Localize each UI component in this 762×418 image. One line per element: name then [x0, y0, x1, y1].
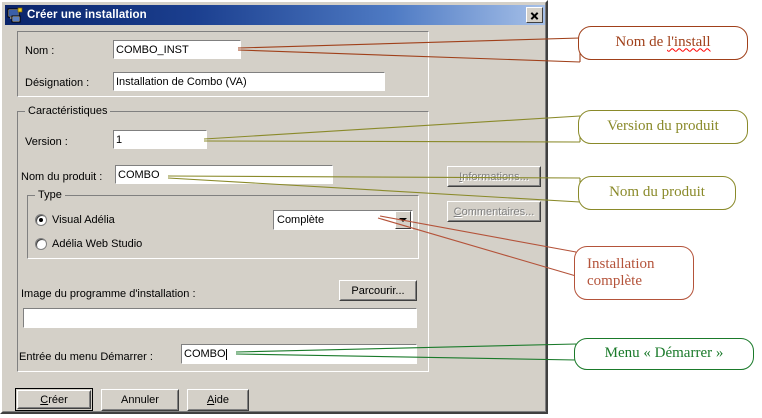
radio-adelia-web-studio[interactable]: Adélia Web Studio: [35, 238, 142, 250]
callout-version-produit: Version du produit: [578, 110, 748, 144]
product-name-label: Nom du produit :: [21, 171, 103, 183]
designation-input[interactable]: Installation de Combo (VA): [113, 72, 385, 91]
browse-button[interactable]: Parcourir...: [339, 280, 417, 301]
create-installation-dialog: Créer une installation Nom : COMBO_INST …: [0, 0, 548, 414]
name-input[interactable]: COMBO_INST: [113, 40, 241, 59]
radio-selected-icon: [35, 214, 47, 226]
callout-nom-install-spell: l'install: [667, 34, 711, 51]
callout-nom-produit-text: Nom du produit: [609, 184, 705, 201]
title-bar[interactable]: Créer une installation: [5, 5, 545, 25]
informations-button-label: Informations...: [459, 170, 529, 183]
window-title: Créer une installation: [27, 9, 147, 21]
version-label: Version :: [25, 136, 68, 148]
dialog-inner-frame: Créer une installation Nom : COMBO_INST …: [2, 2, 546, 412]
designation-label: Désignation :: [25, 77, 90, 89]
cancel-button-label: Annuler: [121, 394, 159, 406]
callout-nom-install-text: Nom de: [615, 34, 668, 51]
create-button-label: Créer: [40, 393, 68, 406]
informations-button[interactable]: Informations...: [447, 166, 541, 187]
callout-menu-demarrer-text: Menu « Démarrer »: [604, 345, 724, 362]
comments-button[interactable]: Commentaires...: [447, 201, 541, 222]
help-button[interactable]: Aide: [187, 389, 249, 411]
image-path-input[interactable]: [23, 308, 417, 328]
callout-version-produit-text: Version du produit: [607, 118, 719, 135]
callout-nom-install: Nom de l'install: [578, 26, 748, 60]
product-name-input[interactable]: COMBO: [115, 165, 333, 184]
install-mode-select[interactable]: Complète: [273, 210, 413, 230]
chevron-down-icon[interactable]: [395, 211, 411, 229]
radio-visual-adelia[interactable]: Visual Adélia: [35, 214, 115, 226]
browse-button-label: Parcourir...: [351, 284, 405, 297]
radio-visual-adelia-label: Visual Adélia: [52, 214, 115, 226]
version-input[interactable]: 1: [113, 130, 207, 149]
callout-installation-complete: Installation complète: [574, 246, 694, 300]
start-menu-input[interactable]: COMBO: [181, 344, 417, 364]
install-mode-value: Complète: [277, 214, 325, 226]
radio-adelia-web-studio-label: Adélia Web Studio: [52, 238, 143, 250]
comments-button-label: Commentaires...: [453, 205, 535, 218]
characteristics-legend: Caractéristiques: [25, 105, 111, 117]
image-label: Image du programme d'installation :: [21, 288, 196, 300]
radio-unselected-icon: [35, 238, 47, 250]
identity-panel: [17, 31, 429, 97]
installer-app-icon: [7, 7, 23, 23]
callout-installation-complete-text: Installation complète: [587, 255, 655, 289]
close-icon[interactable]: [526, 7, 543, 23]
name-label: Nom :: [25, 45, 55, 57]
cancel-button[interactable]: Annuler: [101, 389, 179, 411]
callout-menu-demarrer: Menu « Démarrer »: [574, 338, 754, 370]
help-button-label: Aide: [206, 394, 230, 406]
start-menu-label: Entrée du menu Démarrer :: [19, 351, 153, 363]
callout-nom-produit: Nom du produit: [578, 176, 736, 210]
create-button[interactable]: Créer: [15, 388, 93, 411]
type-legend: Type: [35, 189, 65, 201]
